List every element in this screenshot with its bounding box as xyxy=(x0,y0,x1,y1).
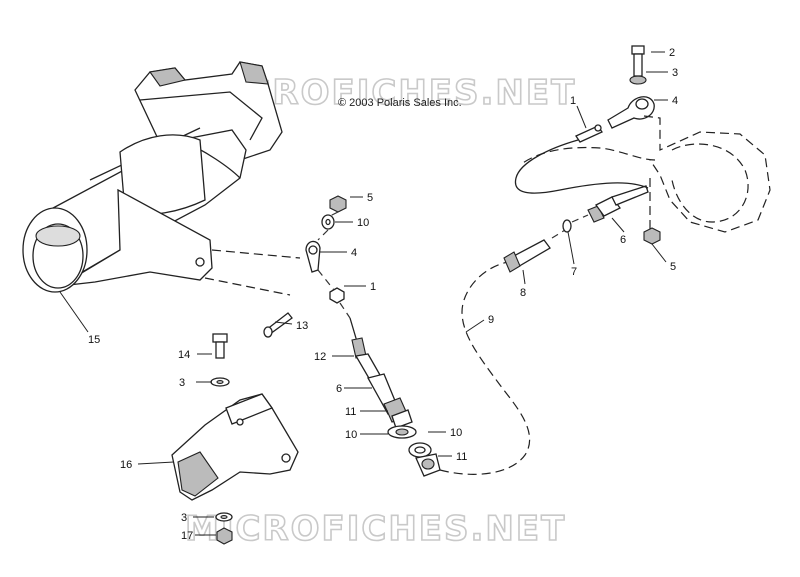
callout-13: 13 xyxy=(296,320,308,332)
nut-part-1-center xyxy=(329,287,345,304)
cable-part-9 xyxy=(439,261,531,475)
nut-part-11-center xyxy=(383,397,413,429)
housing-part-15 xyxy=(22,61,283,293)
callout-11-right: 11 xyxy=(456,451,467,463)
callout-14: 14 xyxy=(178,349,190,361)
callout-3-left: 3 xyxy=(179,377,185,389)
washer-part-3-right xyxy=(629,75,647,85)
clip-part-1-right xyxy=(575,124,603,143)
bolt-part-14 xyxy=(212,333,228,359)
washer-part-10-right xyxy=(408,442,432,458)
callout-1-top: 1 xyxy=(570,95,576,107)
callout-12: 12 xyxy=(314,351,326,363)
nut-part-17 xyxy=(216,527,233,545)
washer-part-7 xyxy=(562,219,572,233)
callout-17: 17 xyxy=(181,530,193,542)
adjuster-part-8 xyxy=(503,239,551,273)
callout-7: 7 xyxy=(571,266,577,278)
copyright-text: © 2003 Polaris Sales Inc. xyxy=(338,97,462,109)
cable-end-part-12 xyxy=(349,317,381,381)
washer-part-3-left xyxy=(210,377,230,387)
callout-2: 2 xyxy=(669,47,675,59)
callout-3-top: 3 xyxy=(672,67,678,79)
bracket-part-16 xyxy=(171,393,299,501)
washer-part-3-bottom xyxy=(215,512,233,522)
callout-8: 8 xyxy=(520,287,526,299)
callout-15: 15 xyxy=(88,334,100,346)
fitting-part-11-right xyxy=(415,453,441,477)
nut-part-5-center xyxy=(329,195,347,213)
nut-part-5-right xyxy=(643,227,661,245)
callout-4-center: 4 xyxy=(351,247,357,259)
callout-10-right: 10 xyxy=(450,427,462,439)
callout-6-center: 6 xyxy=(336,383,342,395)
bolt-part-13 xyxy=(263,312,293,338)
watermark-bottom: MICROFICHES.NET xyxy=(185,509,566,549)
bracket-dashed-right xyxy=(519,115,771,233)
bolt-part-2 xyxy=(631,45,645,77)
callout-5-center: 5 xyxy=(367,192,373,204)
callout-16: 16 xyxy=(120,459,132,471)
washer-part-10-center xyxy=(321,214,335,230)
callout-5-right: 5 xyxy=(670,261,676,273)
callout-1-center: 1 xyxy=(370,281,376,293)
callout-10-center: 10 xyxy=(357,217,369,229)
washer-part-10-lower xyxy=(387,425,417,439)
rod-end-part-4-center xyxy=(305,240,321,273)
cable-housing-part-6-right xyxy=(587,185,649,223)
cable-loop xyxy=(514,139,649,194)
callout-3-bottom: 3 xyxy=(181,512,187,524)
callout-10-lower: 10 xyxy=(345,429,357,441)
callout-6-right: 6 xyxy=(620,234,626,246)
callout-9: 9 xyxy=(488,314,494,326)
rod-end-part-4-right xyxy=(607,96,655,129)
callout-11-center: 11 xyxy=(345,406,356,418)
callout-4-top: 4 xyxy=(672,95,678,107)
